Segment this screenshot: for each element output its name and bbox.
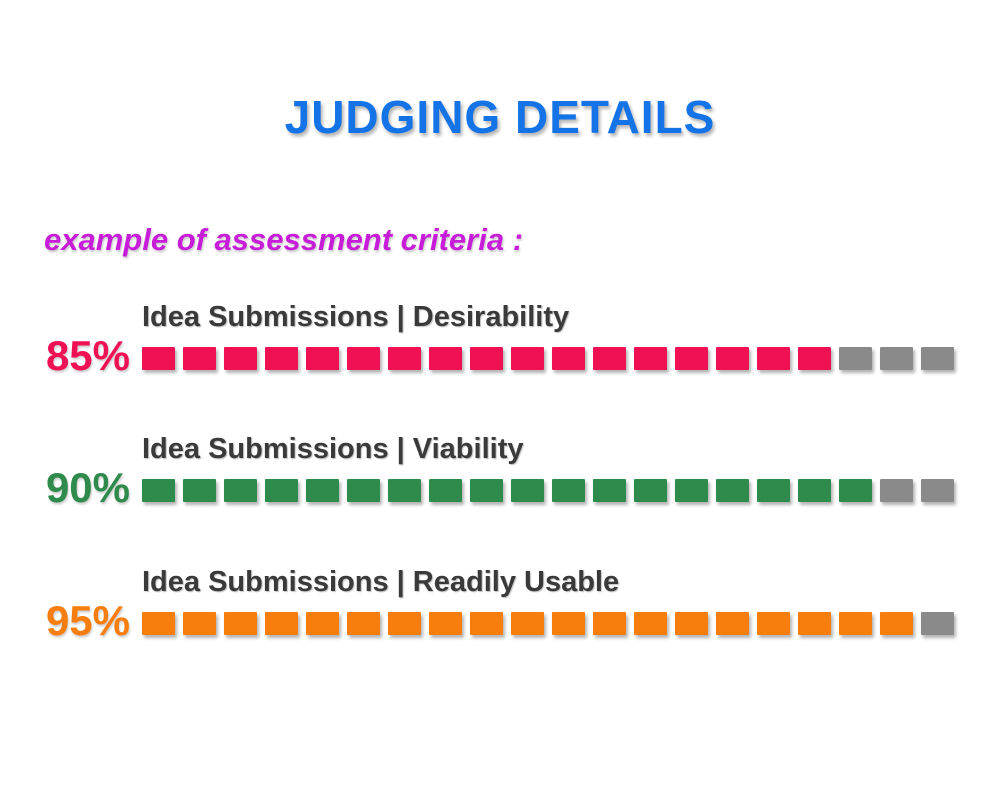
bar-segment-filled xyxy=(265,347,298,370)
bar-segment-filled xyxy=(429,347,462,370)
bar-segment-empty xyxy=(921,347,954,370)
bar-segment-filled xyxy=(224,479,257,502)
bar-segment-filled xyxy=(716,612,749,635)
bar-segment-empty xyxy=(880,479,913,502)
percent-value: 85% xyxy=(45,332,130,379)
bar-area: Idea Submissions | Readily Usable xyxy=(142,565,954,635)
bar-segment-filled xyxy=(183,479,216,502)
bar-segment-empty xyxy=(921,479,954,502)
bar-segment-filled xyxy=(798,612,831,635)
bar-segment-filled xyxy=(183,612,216,635)
bar-segment-filled xyxy=(347,612,380,635)
bar-segment-filled xyxy=(306,347,339,370)
bar-segment-filled xyxy=(224,347,257,370)
bar-segment-empty xyxy=(921,612,954,635)
progress-bar xyxy=(142,612,954,635)
percent-value: 90% xyxy=(45,464,130,511)
bar-segment-filled xyxy=(757,612,790,635)
bar-segment-filled xyxy=(634,479,667,502)
criteria-label: Idea Submissions | Readily Usable xyxy=(142,566,620,598)
bar-segment-filled xyxy=(183,347,216,370)
bar-segment-empty xyxy=(880,347,913,370)
bar-area: Idea Submissions | Desirability xyxy=(142,300,954,370)
criteria-row-viability: 90% Idea Submissions | Viability xyxy=(40,432,954,509)
bar-segment-filled xyxy=(511,347,544,370)
bar-segment-filled xyxy=(552,612,585,635)
bar-segment-filled xyxy=(839,612,872,635)
bar-segment-filled xyxy=(306,479,339,502)
bar-segment-filled xyxy=(675,479,708,502)
bar-segment-filled xyxy=(798,347,831,370)
bar-segment-filled xyxy=(798,479,831,502)
bar-segment-filled xyxy=(347,347,380,370)
bar-segment-filled xyxy=(716,347,749,370)
bar-segment-filled xyxy=(593,347,626,370)
bar-segment-filled xyxy=(757,347,790,370)
bar-segment-filled xyxy=(265,479,298,502)
progress-bar xyxy=(142,479,954,502)
bar-segment-filled xyxy=(470,612,503,635)
bar-segment-filled xyxy=(388,612,421,635)
bar-segment-filled xyxy=(552,347,585,370)
bar-segment-filled xyxy=(470,479,503,502)
bar-segment-filled xyxy=(347,479,380,502)
bar-segment-filled xyxy=(142,347,175,370)
page-title: JUDGING DETAILS xyxy=(284,91,716,143)
bar-segment-filled xyxy=(552,479,585,502)
criteria-label: Idea Submissions | Desirability xyxy=(142,301,570,333)
criteria-row-readily-usable: 95% Idea Submissions | Readily Usable xyxy=(40,565,954,642)
bar-segment-filled xyxy=(675,347,708,370)
bar-segment-filled xyxy=(142,479,175,502)
bar-segment-filled xyxy=(757,479,790,502)
bar-segment-filled xyxy=(880,612,913,635)
bar-segment-filled xyxy=(634,347,667,370)
progress-bar xyxy=(142,347,954,370)
bar-segment-filled xyxy=(429,479,462,502)
bar-segment-filled xyxy=(388,479,421,502)
bar-segment-filled xyxy=(716,479,749,502)
percent-value: 95% xyxy=(45,597,130,644)
bar-segment-filled xyxy=(142,612,175,635)
bar-segment-filled xyxy=(511,612,544,635)
bar-segment-filled xyxy=(224,612,257,635)
bar-segment-filled xyxy=(593,612,626,635)
bar-segment-filled xyxy=(634,612,667,635)
bar-segment-filled xyxy=(306,612,339,635)
bar-segment-filled xyxy=(511,479,544,502)
assessment-criteria-subtitle: example of assessment criteria : xyxy=(44,222,524,257)
bar-segment-filled xyxy=(675,612,708,635)
bar-segment-filled xyxy=(593,479,626,502)
bar-segment-filled xyxy=(839,479,872,502)
bar-segment-empty xyxy=(839,347,872,370)
criteria-label: Idea Submissions | Viability xyxy=(142,433,524,465)
bar-area: Idea Submissions | Viability xyxy=(142,432,954,502)
bar-segment-filled xyxy=(429,612,462,635)
criteria-row-desirability: 85% Idea Submissions | Desirability xyxy=(40,300,954,377)
bar-segment-filled xyxy=(470,347,503,370)
bar-segment-filled xyxy=(265,612,298,635)
bar-segment-filled xyxy=(388,347,421,370)
